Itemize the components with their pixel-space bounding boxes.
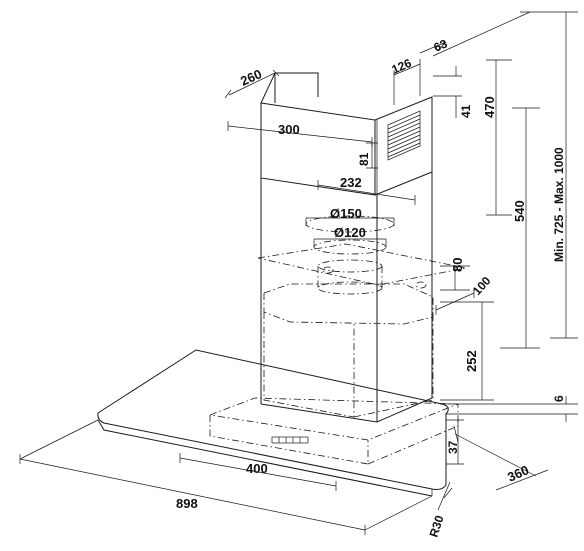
dim-glass-depth: 360 [505, 462, 531, 485]
dim-collar-height: 80 [450, 258, 465, 272]
dim-vent-height: 81 [357, 152, 371, 166]
dim-body-height: 252 [464, 350, 479, 372]
dim-canopy-height: 37 [446, 440, 460, 454]
dim-vent-offset-b: 63 [432, 36, 450, 54]
duct-collar [305, 215, 427, 295]
control-panel [209, 397, 459, 465]
control-buttons [271, 436, 309, 444]
dim-canopy-width: 400 [246, 461, 268, 476]
glass-canopy [97, 349, 449, 497]
dim-rear-offset: 100 [470, 274, 494, 298]
dim-chimney-width: 300 [278, 122, 300, 137]
dim-dia-large: Ø150 [330, 206, 362, 221]
dim-total-height: Min. 725 - Max. 1000 [552, 147, 566, 262]
dim-chimney-depth: 260 [238, 66, 264, 89]
dim-glass-thickness: 6 [552, 395, 566, 402]
internal-motor [257, 243, 467, 418]
dim-lower-height: 540 [512, 200, 527, 222]
dim-vent-gap: 41 [459, 104, 473, 118]
lower-chimney [260, 172, 433, 423]
dimension-labels: 260 300 126 63 41 470 81 232 Ø150 Ø120 5… [176, 36, 566, 539]
dim-corner-radius: R30 [427, 513, 447, 539]
dimension-lines [19, 11, 578, 535]
vent-grille [387, 110, 421, 161]
dim-dia-small: Ø120 [334, 225, 366, 240]
dim-upper-height: 470 [482, 96, 497, 118]
dim-vent-offset-a: 126 [390, 56, 414, 77]
upper-chimney [260, 72, 433, 196]
dim-glass-width: 898 [176, 496, 198, 511]
dim-flange-width: 232 [340, 175, 362, 190]
